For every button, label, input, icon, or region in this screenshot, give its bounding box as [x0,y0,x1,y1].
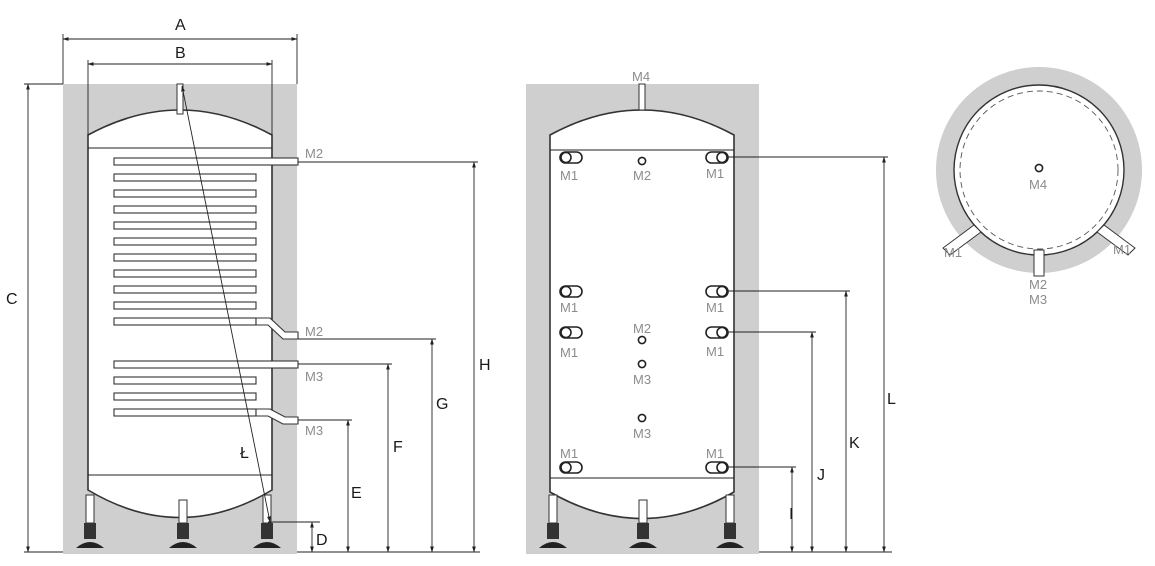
top-view-m4-port [1034,163,1044,173]
left-tank-view: A B C D E F G H Ł M2 M2 M3 M3 [6,17,491,554]
round-ports [637,156,647,423]
connection-label-m4-center: M4 [1029,177,1047,192]
label-G: G [436,396,448,413]
label-H: H [479,357,491,374]
connection-label-m1-h: M1 [706,446,724,461]
connection-label-m2-top-view: M2 [1029,277,1047,292]
connection-label-m1-f: M1 [706,344,724,359]
connection-label-m2-top: M2 [633,168,651,183]
connection-label-m1-d: M1 [706,300,724,315]
connection-label-m1-c: M1 [560,300,578,315]
m1-ports [559,151,729,474]
label-K: K [849,435,860,452]
connection-label-m1-e: M1 [560,345,578,360]
top-view: M4 M1 M1 M2 M3 [936,67,1142,307]
connection-label-m2-lower: M2 [305,324,323,339]
label-F: F [393,439,403,456]
connection-label-m1-a: M1 [560,168,578,183]
middle-tank-feet [539,494,744,548]
connection-label-m4-top: M4 [632,69,650,84]
connection-label-m3-upper: M3 [305,369,323,384]
connection-label-m1-b: M1 [706,166,724,181]
middle-top-vent [638,83,646,111]
middle-tank-view: I J K L M4 M1 M2 M1 M1 M1 M2 M1 M1 M3 M3… [526,69,896,554]
top-view-slot-m1-left [942,224,982,256]
label-C: C [6,291,18,308]
connection-label-m3-mid: M3 [633,372,651,387]
connection-label-m3-low: M3 [633,426,651,441]
connection-label-m1-g: M1 [560,446,578,461]
dimension-line-LL [181,85,271,523]
label-A: A [175,17,186,34]
connection-label-m2-upper: M2 [305,146,323,161]
top-view-slot-m1-right [1096,224,1136,256]
label-J: J [817,467,825,484]
top-view-slot-m2-m3 [1033,249,1045,277]
connection-label-m3-top-view: M3 [1029,292,1047,307]
label-E: E [351,485,362,502]
top-view-inner-dashed [959,90,1119,250]
label-B: B [175,45,186,62]
label-I: I [789,506,793,523]
label-LL: Ł [240,445,249,462]
label-D: D [316,532,328,549]
connection-label-m1-top-right: M1 [1113,242,1131,257]
label-L: L [887,391,896,408]
connection-label-m2-mid: M2 [633,321,651,336]
connection-label-m3-lower: M3 [305,423,323,438]
connection-label-m1-top-left: M1 [944,245,962,260]
